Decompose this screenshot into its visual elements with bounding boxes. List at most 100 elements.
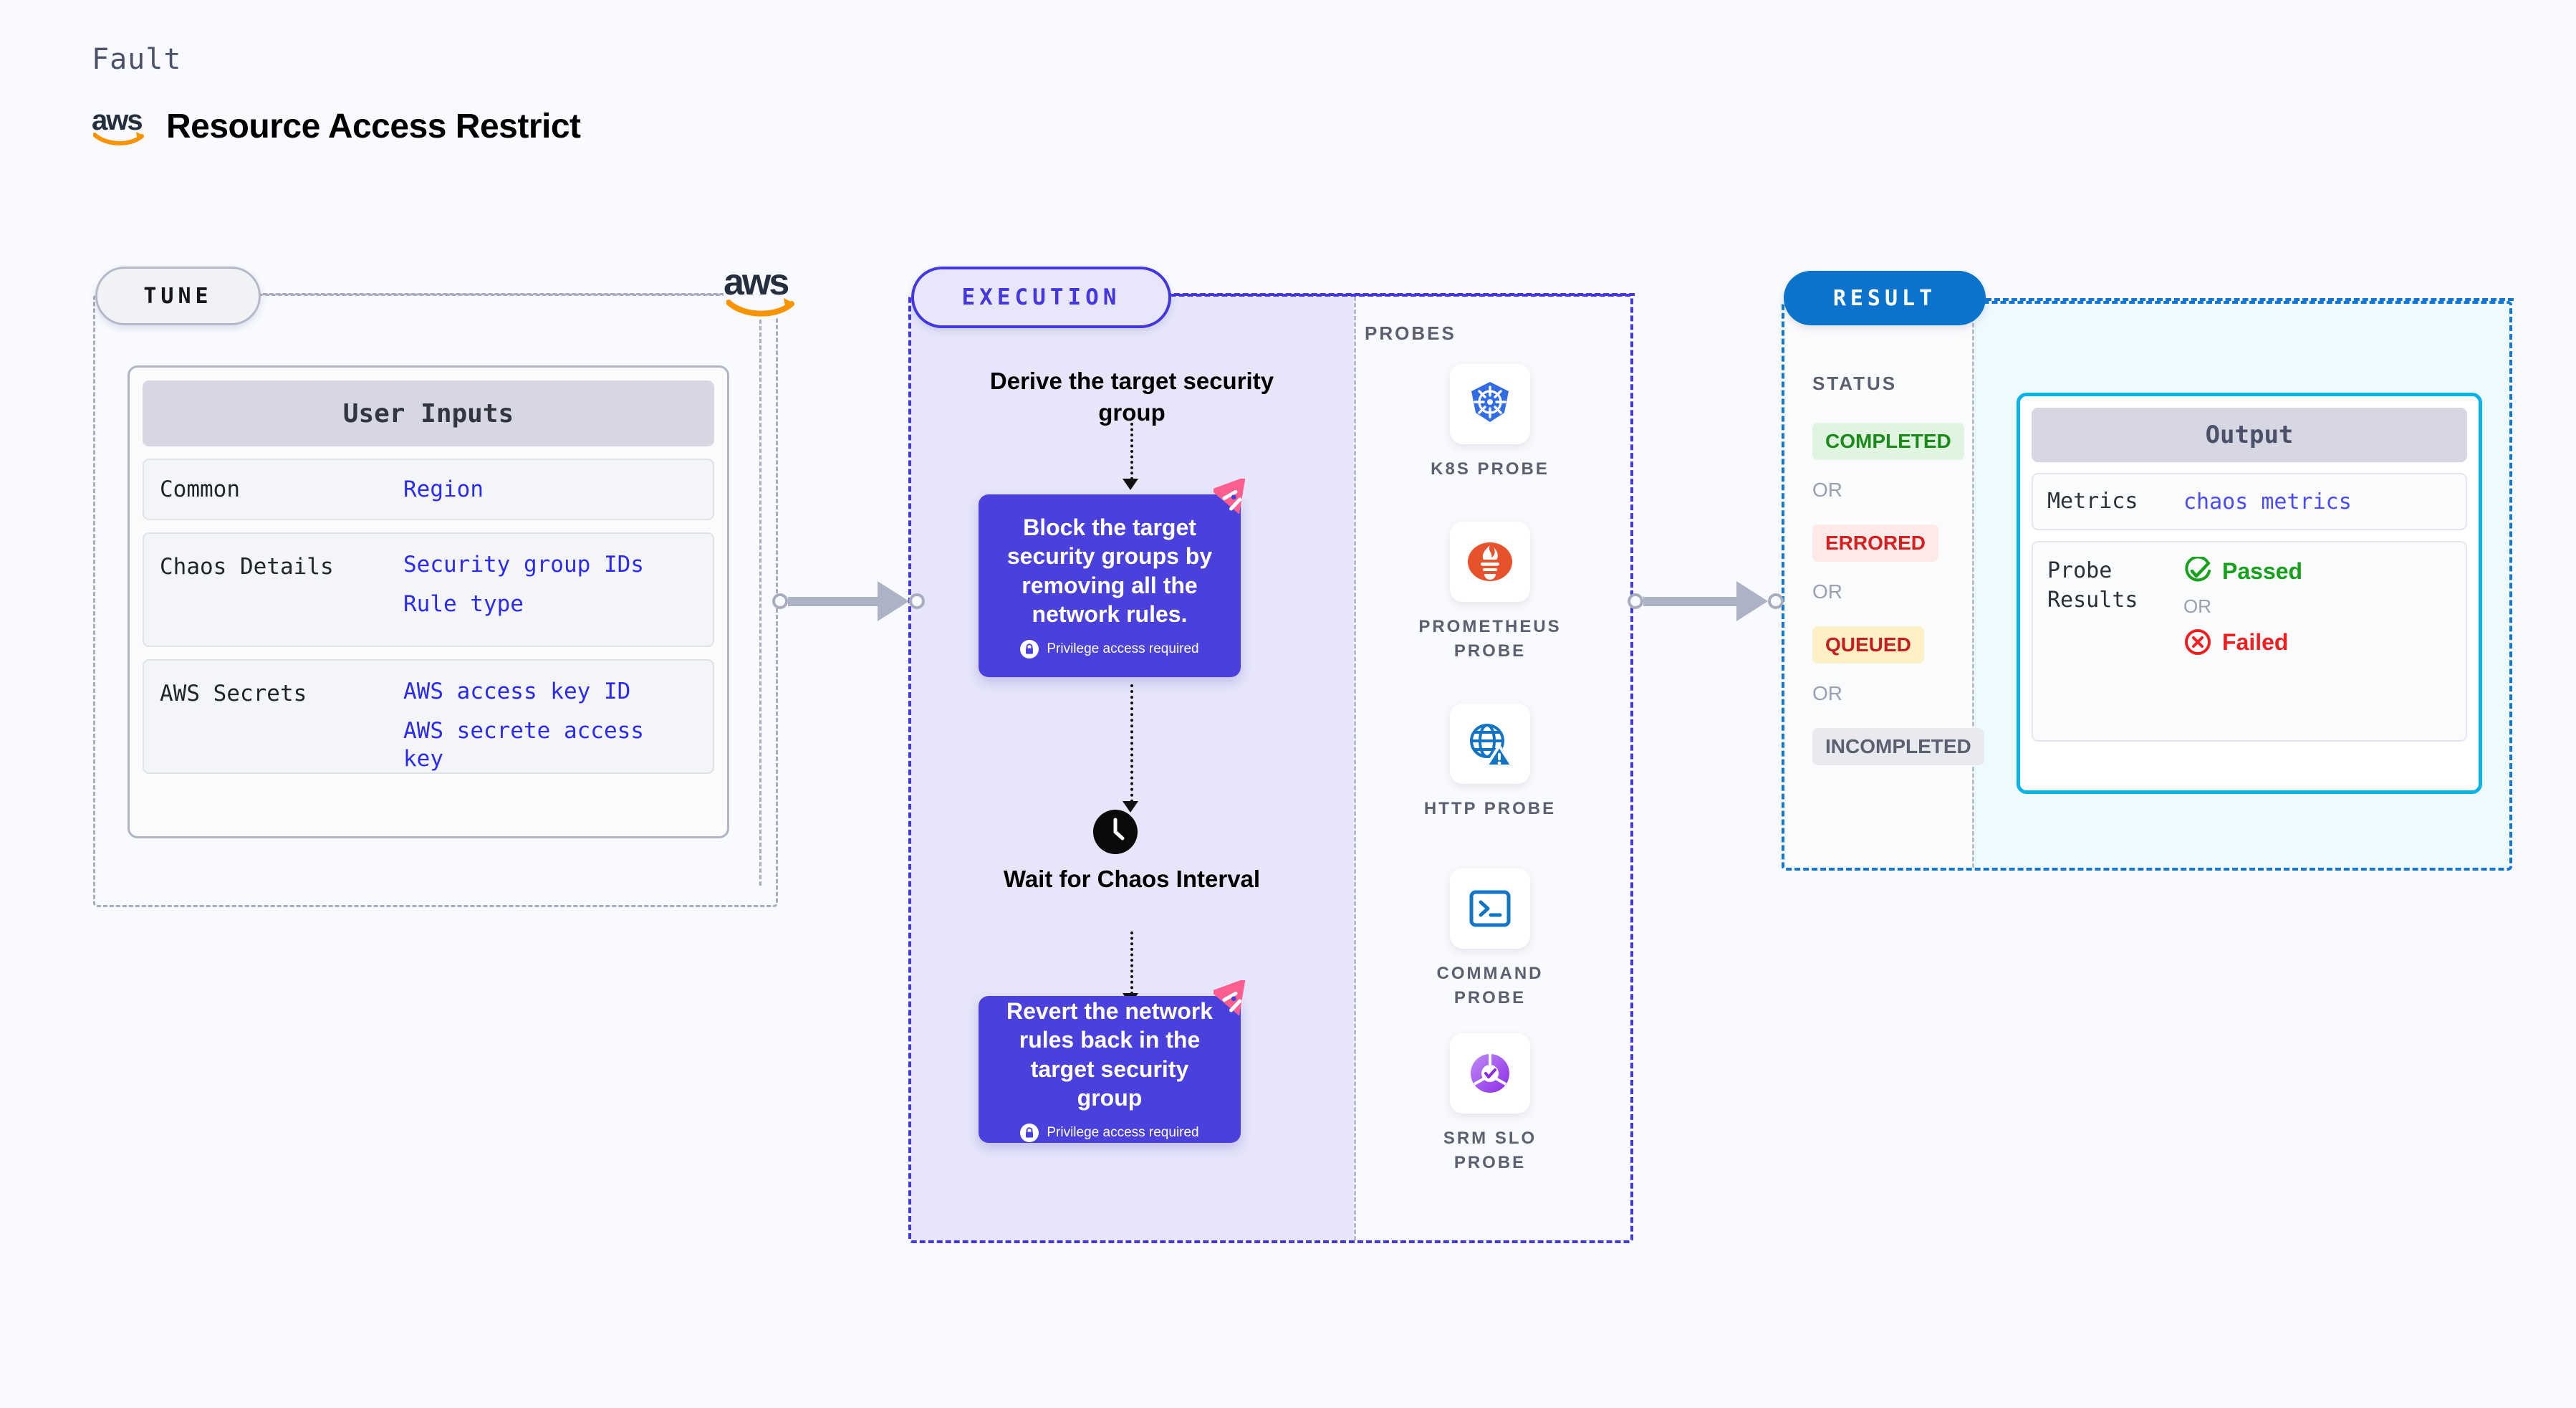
probes-divider xyxy=(1354,297,1356,1240)
tune-badge[interactable]: TUNE xyxy=(95,267,261,325)
probe-label: HTTP PROBE xyxy=(1423,799,1557,818)
user-input-value[interactable]: Rule type xyxy=(403,590,524,617)
output-card: Output Metrics chaos metrics Probe Resul… xyxy=(2017,393,2482,794)
probe-item-command[interactable]: COMMAND PROBE xyxy=(1404,868,1576,1010)
privilege-note-text: Privilege access required xyxy=(1047,1125,1199,1141)
probe-tile xyxy=(1450,1033,1530,1114)
derive-step-label: Derive the target security group xyxy=(989,368,1274,426)
user-input-value[interactable]: Region xyxy=(403,476,484,502)
execution-step-block[interactable]: Revert the network rules back in the tar… xyxy=(979,980,1246,1143)
result-divider xyxy=(1972,304,1974,868)
status-badge-errored: ERRORED xyxy=(1812,525,1939,562)
output-value[interactable]: chaos metrics xyxy=(2183,489,2352,514)
probe-result-failed-label: Failed xyxy=(2222,628,2289,655)
flow-arrow-head xyxy=(1123,801,1138,813)
title-row: aws Resource Access Restrict xyxy=(92,106,581,146)
probe-tile xyxy=(1450,868,1530,949)
lock-icon xyxy=(1020,1124,1039,1143)
probe-result-passed: Passed xyxy=(2183,557,2302,585)
user-input-value[interactable]: AWS secrete access key xyxy=(403,717,644,772)
probe-result-failed: Failed xyxy=(2183,628,2302,656)
user-input-value[interactable]: Security group IDs xyxy=(403,552,644,578)
aws-wordmark: aws xyxy=(724,262,789,303)
privilege-note-text: Privilege access required xyxy=(1047,641,1199,657)
output-row-metrics: Metrics chaos metrics xyxy=(2032,473,2467,530)
user-input-key: Common xyxy=(160,476,240,502)
user-input-row: Chaos Details Security group IDs Rule ty… xyxy=(143,532,714,647)
probe-item-k8s[interactable]: K8S PROBE xyxy=(1404,364,1576,482)
fault-label: Fault xyxy=(92,43,182,76)
user-input-values: Security group IDs Rule type xyxy=(403,551,644,628)
status-or: OR xyxy=(1812,682,1842,704)
connector-arrowhead xyxy=(1736,581,1768,621)
connector-end-dot xyxy=(1768,593,1784,609)
connector-execution-to-result xyxy=(1628,581,1784,621)
flow-arrow-line xyxy=(1130,423,1133,480)
kubernetes-icon xyxy=(1471,382,1509,422)
probe-item-srm-slo[interactable]: SRM SLO PROBE xyxy=(1404,1033,1576,1175)
aws-wordmark: aws xyxy=(92,105,143,136)
srm-slo-icon xyxy=(1471,1054,1509,1093)
probe-tile xyxy=(1450,704,1530,784)
probe-tile xyxy=(1450,522,1530,602)
http-globe-warning-icon xyxy=(1470,724,1514,767)
output-key: Metrics xyxy=(2047,488,2138,514)
result-status-area xyxy=(1784,304,1972,868)
status-label: STATUS xyxy=(1812,373,1898,394)
x-circle-icon xyxy=(2185,629,2211,655)
execution-step-text: Block the target security groups by remo… xyxy=(1006,514,1213,627)
lock-icon xyxy=(1020,640,1039,659)
user-input-key: Chaos Details xyxy=(160,554,334,580)
user-input-key: AWS Secrets xyxy=(160,681,307,707)
flow-arrow-line xyxy=(1130,684,1133,803)
execution-badge[interactable]: EXECUTION xyxy=(911,267,1171,328)
aws-smile-icon xyxy=(93,132,144,145)
tune-aws-logo: aws xyxy=(724,262,798,318)
connector-tune-to-execution xyxy=(772,581,925,621)
user-inputs-title: User Inputs xyxy=(143,380,714,446)
aws-smile-icon xyxy=(726,298,794,317)
user-input-values: AWS access key ID AWS secrete access key xyxy=(403,678,697,772)
litmus-chaos-icon xyxy=(1213,479,1246,514)
terminal-icon xyxy=(1469,890,1511,927)
user-input-values: Region xyxy=(403,476,484,504)
tune-dashed-connector xyxy=(256,293,744,295)
status-or: OR xyxy=(1812,479,1842,501)
page-title: Resource Access Restrict xyxy=(166,107,581,145)
status-or: OR xyxy=(1812,580,1842,603)
probe-tile xyxy=(1450,364,1530,444)
probe-label: PROMETHEUS PROBE xyxy=(1418,617,1562,661)
output-title: Output xyxy=(2032,408,2467,462)
result-badge[interactable]: RESULT xyxy=(1784,271,1986,325)
prometheus-icon xyxy=(1468,542,1512,581)
check-circle-icon xyxy=(2185,557,2211,582)
user-input-value[interactable]: AWS access key ID xyxy=(403,679,631,704)
execution-dashed-connector xyxy=(1166,293,1635,296)
connector-arrowhead xyxy=(878,581,909,621)
execution-step-block[interactable]: Block the target security groups by remo… xyxy=(979,479,1246,677)
probe-item-http[interactable]: HTTP PROBE xyxy=(1404,704,1576,821)
probe-label: K8S PROBE xyxy=(1431,459,1549,479)
aws-logo: aws xyxy=(92,106,148,146)
probe-label: COMMAND PROBE xyxy=(1436,964,1544,1008)
connector-end-dot xyxy=(909,593,925,609)
status-badge-queued: QUEUED xyxy=(1812,626,1924,664)
probe-item-prometheus[interactable]: PROMETHEUS PROBE xyxy=(1404,522,1576,664)
user-inputs-card: User Inputs Common Region Chaos Details … xyxy=(128,365,729,838)
privilege-note: Privilege access required xyxy=(1020,640,1199,659)
connector-start-dot xyxy=(1628,593,1643,609)
status-badge-incompleted: INCOMPLETED xyxy=(1812,728,1984,765)
flow-arrow-line xyxy=(1130,932,1133,995)
user-input-row: Common Region xyxy=(143,459,714,520)
probe-result-passed-label: Passed xyxy=(2222,557,2303,584)
output-row-probe-results: Probe Results Passed OR Failed xyxy=(2032,541,2467,742)
privilege-note: Privilege access required xyxy=(1020,1124,1199,1143)
status-badge-completed: COMPLETED xyxy=(1812,423,1964,460)
probe-label: SRM SLO PROBE xyxy=(1443,1129,1537,1173)
probes-label: PROBES xyxy=(1365,322,1456,344)
output-key: Probe Results xyxy=(2047,558,2138,613)
litmus-chaos-icon xyxy=(1213,980,1246,1016)
user-input-row: AWS Secrets AWS access key ID AWS secret… xyxy=(143,659,714,774)
flow-arrow-head xyxy=(1123,479,1138,490)
wait-step-label: Wait for Chaos Interval xyxy=(1003,866,1261,892)
